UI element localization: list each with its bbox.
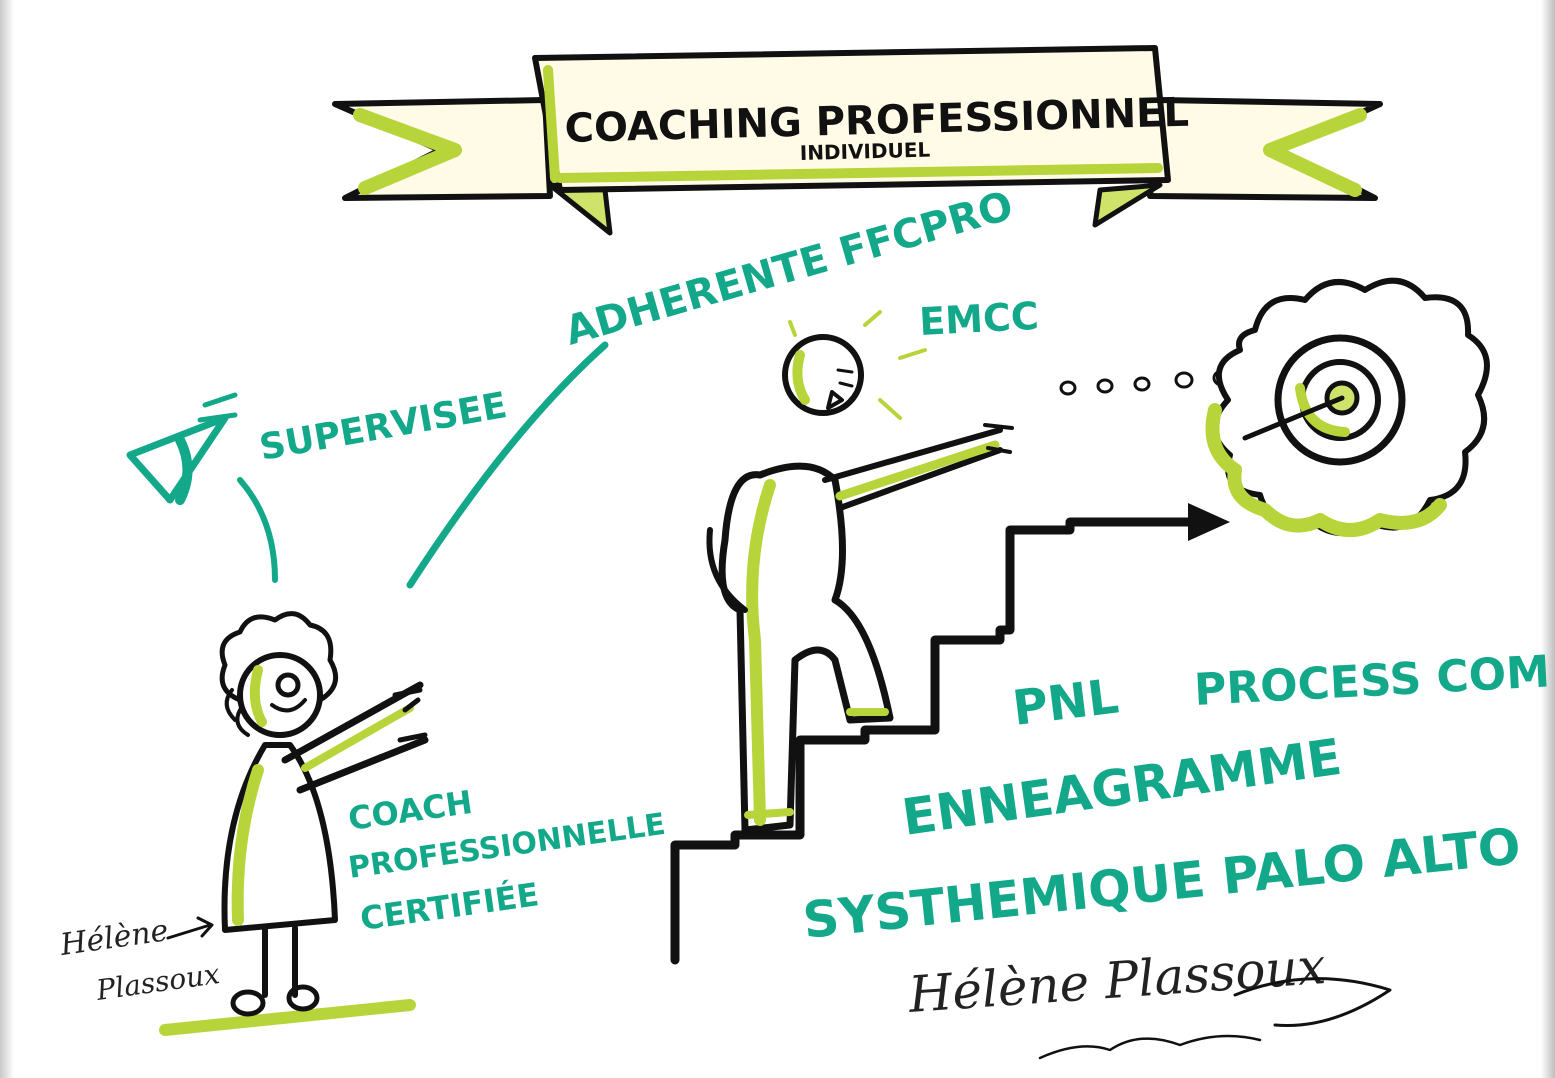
large-signature: Hélène Plassoux [906, 937, 1328, 1024]
small-signature-line1: Hélène [57, 913, 170, 963]
signature-underline [1038, 1034, 1262, 1060]
banner: COACHING PROFESSIONNEL INDIVIDUEL [332, 45, 1383, 236]
coach-figure [159, 611, 429, 1036]
label-enneagramme: ENNEAGRAMME [899, 728, 1345, 847]
label-supervisee: SUPERVISEE [256, 385, 510, 469]
coach-ground-shadow [159, 999, 416, 1036]
label-coach-line3: CERTIFIÉE [358, 875, 541, 938]
label-process-com: PROCESS COM [1193, 646, 1551, 716]
goal-cloud [1205, 277, 1490, 537]
banner-left-tail-highlight [353, 108, 462, 195]
signature-flourish [1233, 977, 1392, 1028]
label-emcc: EMCC [918, 294, 1040, 344]
staircase [670, 517, 1205, 965]
signature-arrow-icon [166, 916, 214, 940]
label-pnl: PNL [1010, 668, 1122, 736]
coach-hair [219, 611, 339, 703]
goal-arrow-icon [1188, 503, 1230, 541]
target-dart [1242, 395, 1345, 441]
climber-figure [706, 310, 1014, 834]
eye-icon [126, 414, 229, 504]
banner-right-fold [1092, 182, 1163, 228]
supervision-eye [126, 392, 238, 505]
banner-subtitle: INDIVIDUEL [800, 138, 931, 165]
banner-panel-highlight [543, 65, 1163, 183]
affiliation-link-line [406, 341, 609, 589]
target-outer-ring [1274, 334, 1406, 466]
banner-right-tail-highlight [1263, 108, 1367, 197]
right-frame-shadow [1541, 0, 1555, 1078]
supervisee-link-line [237, 477, 278, 583]
label-coach-line1: COACH [346, 783, 475, 838]
glasses-icon [275, 672, 301, 698]
coach-foot-right [286, 984, 320, 1012]
small-signature-line2: Plassoux [93, 957, 221, 1007]
thought-bubble-dots [1059, 369, 1232, 396]
climber-body [718, 462, 894, 834]
coach-foot-left [230, 989, 266, 1017]
left-frame-shadow [0, 0, 14, 1078]
idea-rays [788, 310, 927, 420]
